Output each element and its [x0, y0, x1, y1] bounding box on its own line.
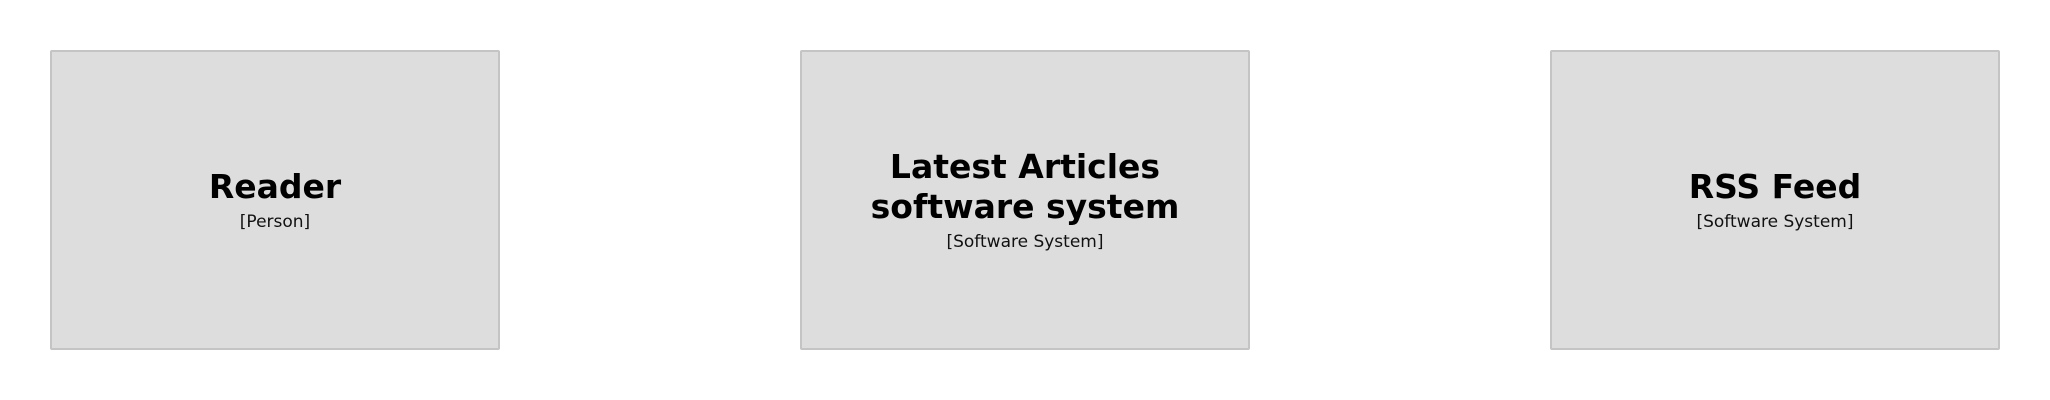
element-type: [Software System]: [1696, 212, 1854, 232]
element-title: RSS Feed: [1688, 167, 1862, 206]
element-latest-articles-system[interactable]: Latest Articles software system [Softwar…: [800, 50, 1250, 350]
element-title: Latest Articles software system: [870, 147, 1180, 226]
element-type: [Person]: [239, 212, 311, 232]
element-rss-feed[interactable]: RSS Feed [Software System]: [1550, 50, 2000, 350]
element-reader[interactable]: Reader [Person]: [50, 50, 500, 350]
element-title: Reader: [208, 167, 342, 206]
element-type: [Software System]: [946, 232, 1104, 252]
